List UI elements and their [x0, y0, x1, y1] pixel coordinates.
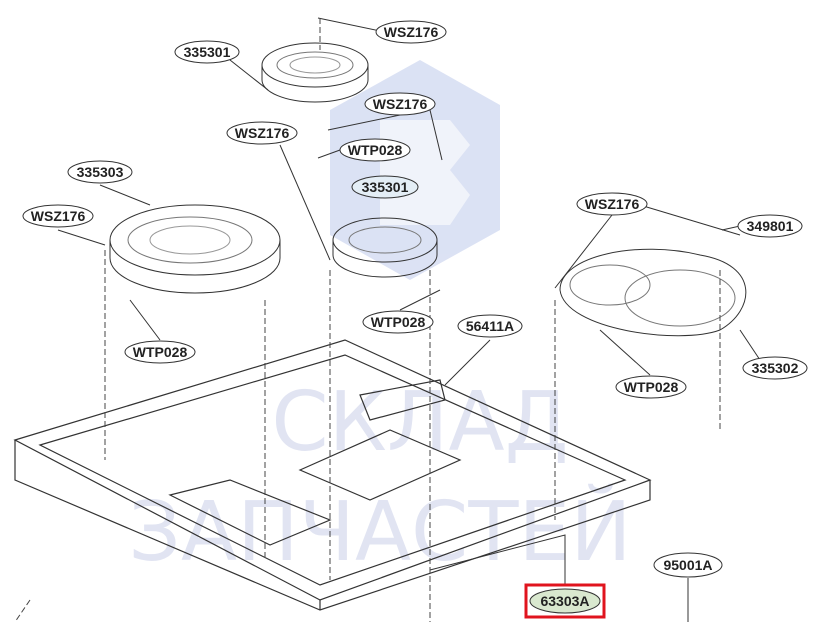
dashed-guides — [14, 18, 721, 622]
label-95001a[interactable]: 95001A — [653, 552, 723, 578]
label-wtp028-mid[interactable]: WTP028 — [362, 310, 434, 334]
svg-text:335303: 335303 — [77, 164, 124, 180]
heating-element-335301-mid — [332, 217, 438, 278]
svg-text:WSZ176: WSZ176 — [384, 24, 439, 40]
svg-text:WSZ176: WSZ176 — [235, 125, 290, 141]
svg-text:WSZ176: WSZ176 — [31, 208, 86, 224]
svg-text:335301: 335301 — [184, 44, 231, 60]
label-56411a[interactable]: 56411A — [457, 314, 523, 338]
svg-text:95001A: 95001A — [663, 557, 712, 573]
svg-text:WSZ176: WSZ176 — [373, 96, 428, 112]
svg-text:335301: 335301 — [362, 179, 409, 195]
label-wsz176-top[interactable]: WSZ176 — [375, 20, 447, 44]
svg-text:335302: 335302 — [752, 360, 799, 376]
svg-text:56411A: 56411A — [466, 318, 514, 334]
watermark-line1: СКЛАД — [271, 375, 568, 470]
label-335301-mid[interactable]: 335301 — [351, 175, 419, 199]
svg-text:WTP028: WTP028 — [348, 142, 403, 158]
label-349801[interactable]: 349801 — [737, 214, 803, 238]
heating-element-335302 — [559, 248, 747, 337]
svg-text:WSZ176: WSZ176 — [585, 196, 640, 212]
heating-element-335301-top — [261, 42, 369, 103]
svg-text:63303A: 63303A — [540, 593, 589, 609]
label-wtp028-right[interactable]: WTP028 — [615, 375, 687, 399]
cooktop-frame — [13, 339, 652, 611]
highlight-box — [524, 583, 606, 619]
svg-text:WTP028: WTP028 — [624, 379, 679, 395]
svg-text:WTP028: WTP028 — [133, 344, 188, 360]
label-335303[interactable]: 335303 — [67, 160, 133, 184]
label-wtp028-left[interactable]: WTP028 — [124, 340, 196, 364]
label-wsz176-leftmid[interactable]: WSZ176 — [226, 121, 298, 145]
label-335301-top[interactable]: 335301 — [174, 40, 240, 64]
label-wsz176-mid[interactable]: WSZ176 — [364, 92, 436, 116]
label-63303a-highlighted[interactable]: 63303A — [524, 583, 606, 619]
heating-element-335303 — [109, 204, 281, 294]
part-labels: WSZ176 335301 WSZ176 WSZ176 WTP028 33530… — [22, 20, 808, 619]
svg-text:349801: 349801 — [747, 218, 794, 234]
svg-text:WTP028: WTP028 — [371, 314, 426, 330]
leader-lines — [57, 17, 761, 622]
label-wsz176-right[interactable]: WSZ176 — [576, 192, 648, 216]
label-335302[interactable]: 335302 — [742, 356, 808, 380]
label-wtp028-top[interactable]: WTP028 — [339, 138, 411, 162]
watermark-text: СКЛАД ЗАПЧАСТЕЙ — [128, 375, 631, 580]
label-wsz176-left[interactable]: WSZ176 — [22, 204, 94, 228]
